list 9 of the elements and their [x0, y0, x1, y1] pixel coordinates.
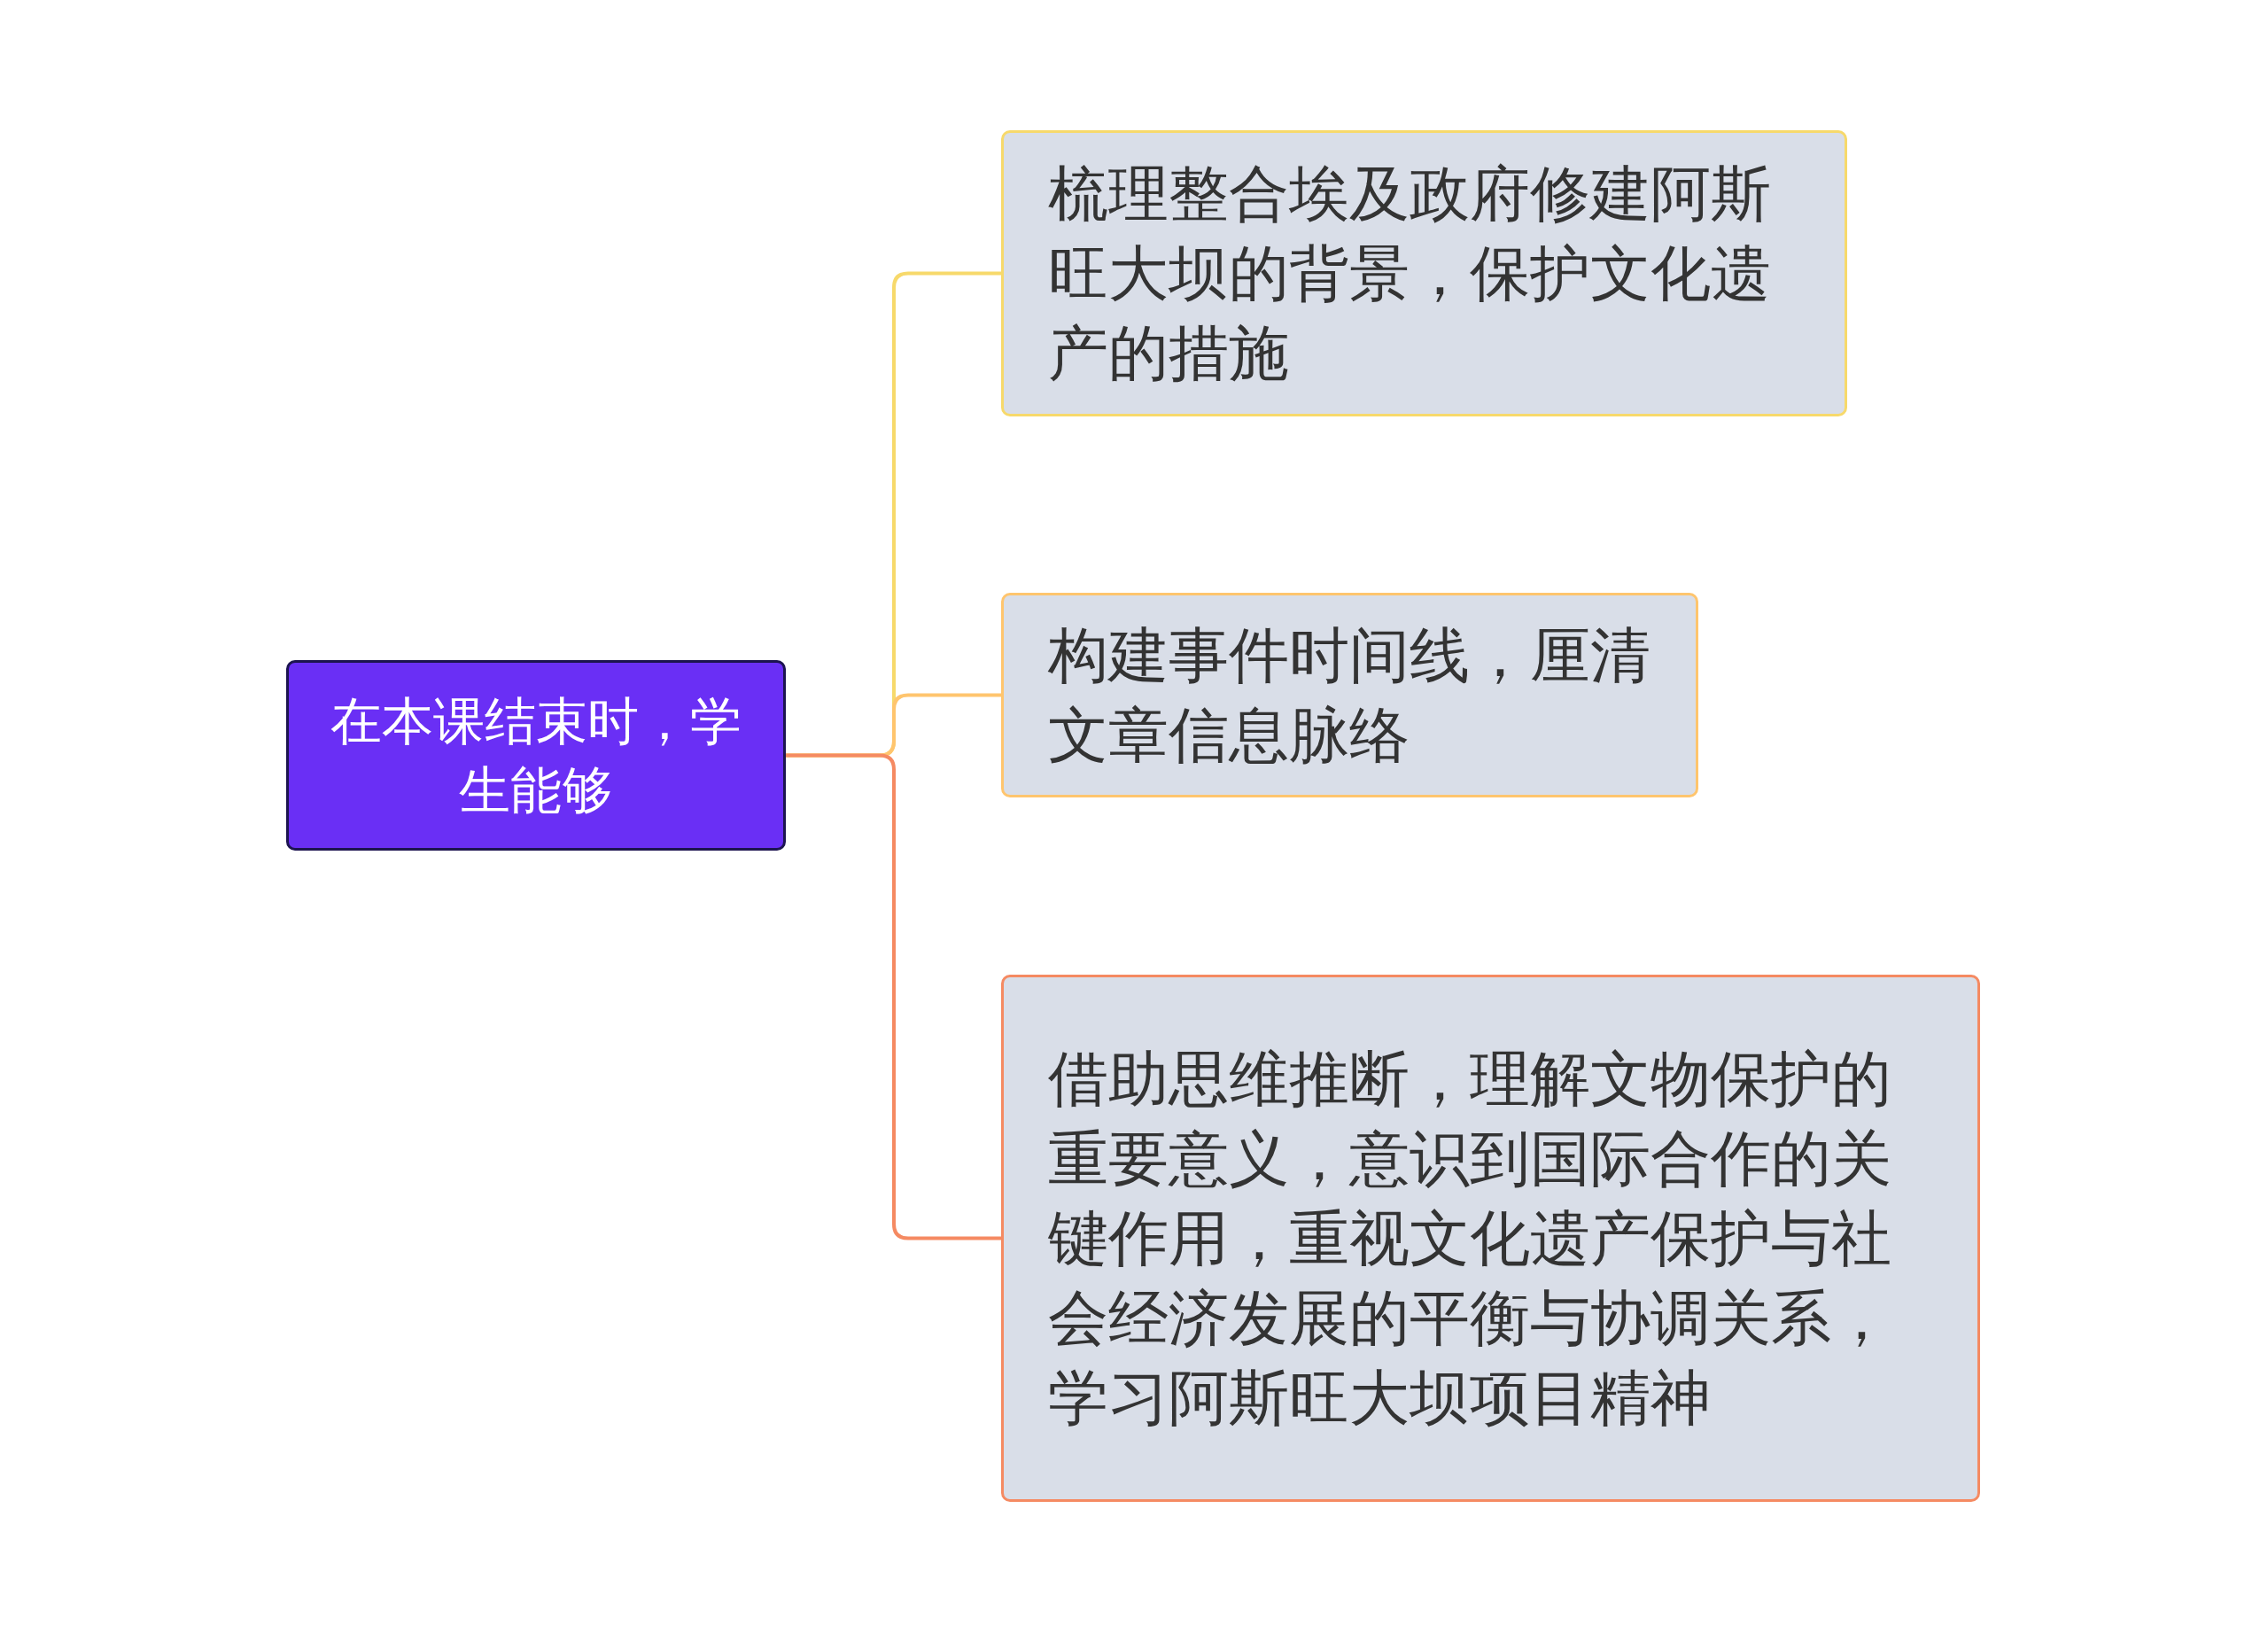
- topic-box: [1001, 975, 1980, 1502]
- node-text: 借助思维推断，理解文物保护的重要意义，意识到国际合作的关键作用，重视文化遗产保护与社会经济发展的平衡与协调关系，学习阿斯旺大坝项目精神: [1048, 1042, 1892, 1435]
- topic-box: [1001, 593, 1698, 797]
- topic-box: [1001, 130, 1847, 416]
- connector-line: [786, 753, 1001, 1240]
- node-text: 构建事件时间线，厘清文章信息脉络: [1048, 618, 1651, 772]
- node-text: 梳理整合埃及政府修建阿斯旺大坝的背景，保护文化遗产的措施: [1048, 157, 1772, 390]
- root-box: [286, 660, 786, 851]
- node-text: 在本课结束时，学生能够: [330, 689, 742, 822]
